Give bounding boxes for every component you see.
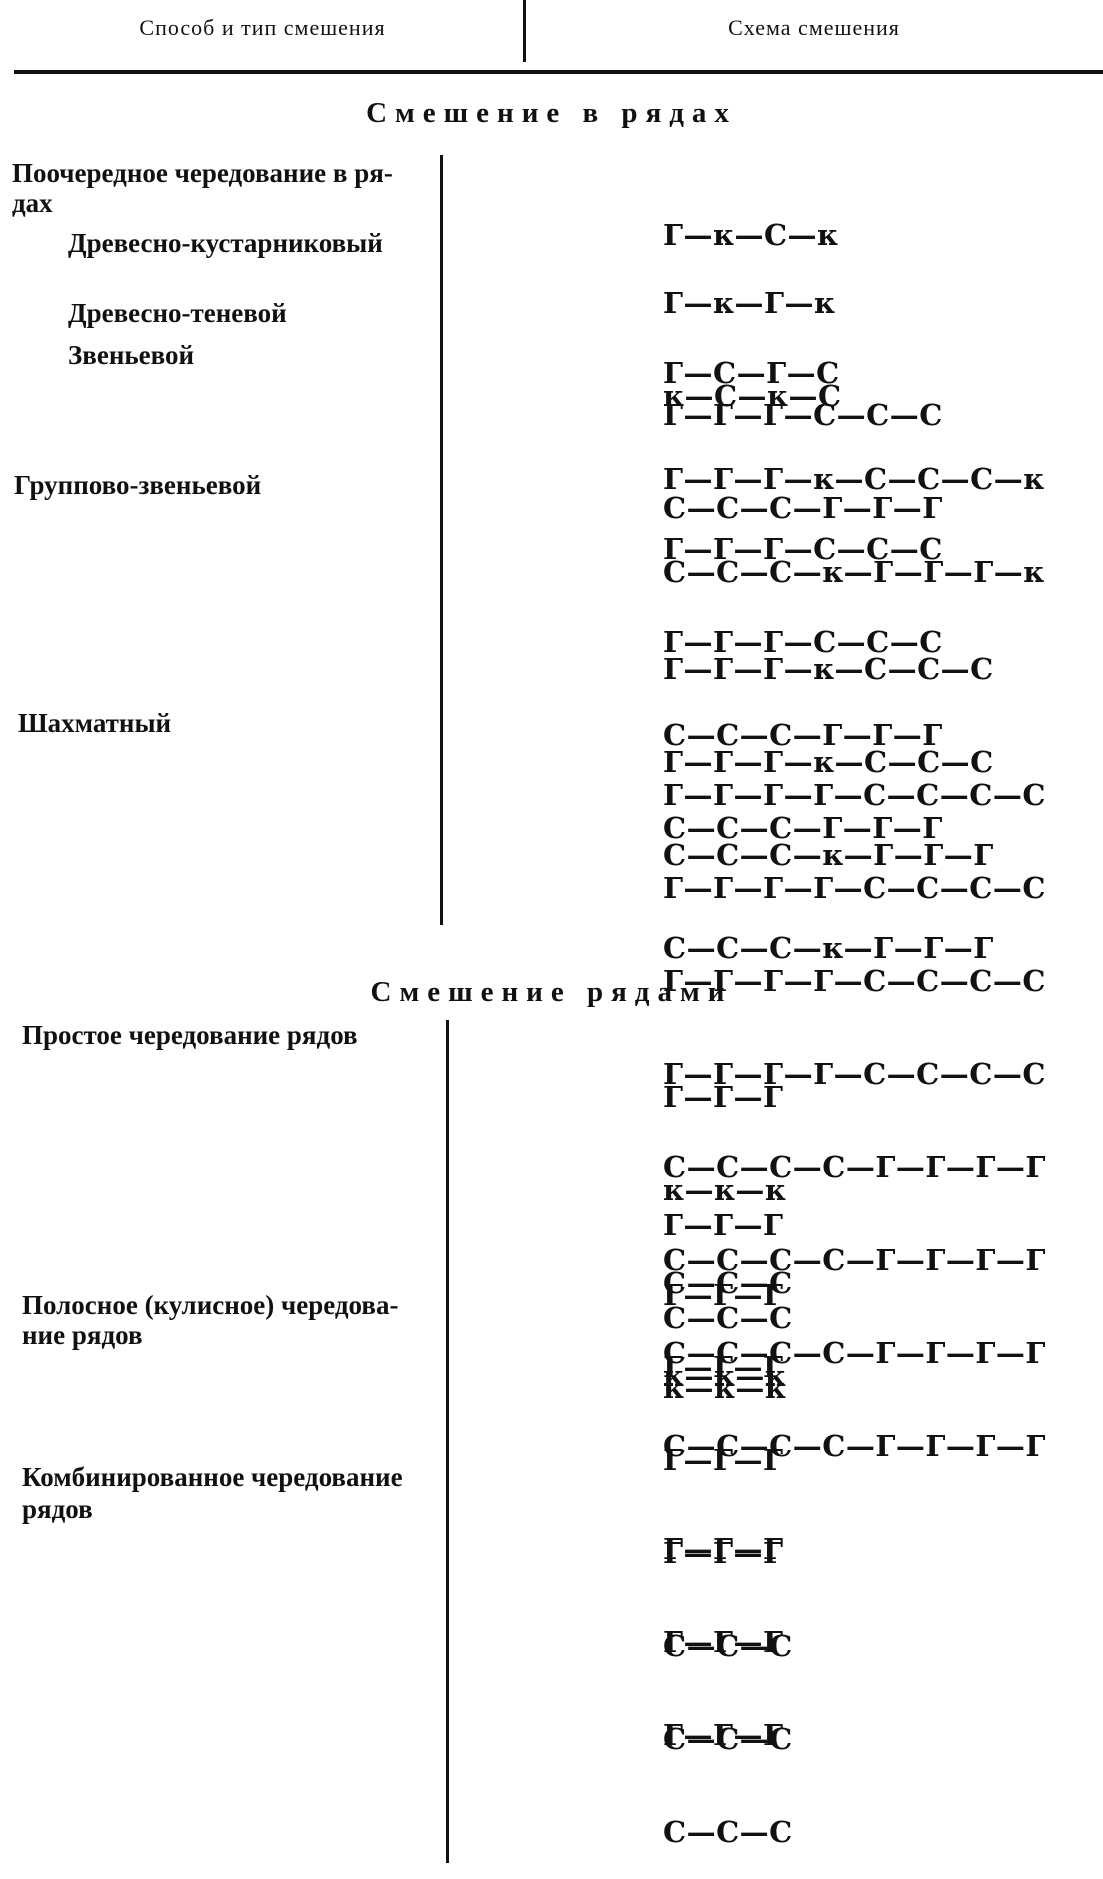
scheme-row: С—С—С—Г—Г—Г	[663, 811, 943, 845]
scheme-row: С—С—С	[663, 1629, 793, 1663]
scheme-row: Г—Г—Г—к—С—С—С—к	[663, 462, 1045, 496]
scheme-row: С—С—С	[663, 1815, 793, 1849]
scheme-row: Г—Г—Г	[663, 1350, 784, 1384]
header-divider	[523, 0, 526, 62]
scheme-row: С—С—С	[663, 1266, 793, 1300]
scheme-row: Г—С—Г—С	[663, 356, 840, 390]
scheme-row: Г—Г—Г	[663, 1080, 784, 1114]
scheme-alternating: Г—к—С—к	[663, 158, 839, 282]
scheme-link-b: Г—Г—Г—к—С—С—С—к С—С—С—к—Г—Г—Г—к	[663, 402, 1045, 619]
scheme-row: С—С—С—С—Г—Г—Г—Г	[663, 1243, 1046, 1277]
scheme-row: Г—Г—Г	[663, 1532, 784, 1566]
scheme-strip: Г—Г—Г Г—Г—Г Г—Г—Г С—С—С С—С—С С—С—С	[663, 1290, 793, 1879]
section-title-rows-by: Смешение рядами	[370, 976, 733, 1008]
scheme-row: С—С—С—С—Г—Г—Г—Г	[663, 1150, 1046, 1184]
scheme-row: С—С—С—к—Г—Г—Г	[663, 931, 994, 965]
scheme-row: к—к—к	[663, 1173, 787, 1207]
scheme-row: Г—Г—Г—С—С—С	[663, 625, 943, 659]
scheme-link-a: Г—Г—Г—С—С—С С—С—С—Г—Г—Г	[663, 338, 943, 555]
scheme-row: Г—к—Г—к	[663, 286, 836, 320]
scheme-row: к—к—к	[663, 1359, 787, 1393]
scheme-row: Г—Г—Г	[663, 1536, 784, 1570]
label-alternating-line1: Поочередное чередование в ря-	[12, 158, 393, 188]
scheme-row: Г—Г—Г—Г—С—С—С—С	[663, 778, 1046, 812]
section-title-rows-in: Смешение в рядах	[366, 97, 737, 129]
scheme-group-b: Г—Г—Г—к—С—С—С Г—Г—Г—к—С—С—С С—С—С—к—Г—Г—…	[663, 592, 994, 995]
scheme-row: С—С—С—Г—Г—Г	[663, 491, 943, 525]
scheme-row: Г—Г—Г	[663, 1625, 784, 1659]
label-chess: Шахматный	[18, 708, 172, 738]
scheme-row: Г—Г—Г	[663, 1278, 784, 1312]
scheme-tree-shade: Г—С—Г—С	[663, 296, 840, 420]
scheme-row: к—к—к	[663, 1371, 787, 1405]
scheme-row: С—С—С—С—Г—Г—Г—Г	[663, 1336, 1046, 1370]
label-strip-line1: Полосное (кулисное) чередова-	[22, 1290, 399, 1320]
label-tree-shade: Древесно-теневой	[68, 298, 287, 328]
label-combined-line2: рядов	[22, 1494, 93, 1524]
header-rule	[14, 70, 1103, 74]
column-divider-section2	[446, 1020, 449, 1863]
scheme-row: Г—Г—Г—С—С—С	[663, 532, 943, 566]
scheme-tree-shrub: Г—к—Г—к к—С—к—С	[663, 226, 842, 443]
scheme-row: Г—Г—Г—к—С—С—С	[663, 745, 994, 779]
scheme-row: Г—Г—Г—Г—С—С—С—С	[663, 871, 1046, 905]
label-combined-line1: Комбинированное чередование	[22, 1462, 403, 1492]
label-tree-shrub: Древесно-кустарниковый	[68, 228, 383, 258]
header-method-type: Способ и тип смешения	[139, 15, 386, 40]
scheme-combined: Г—Г—Г Г—Г—Г Г—Г—Г	[663, 1472, 784, 1782]
label-simple: Простое чередование рядов	[22, 1020, 358, 1050]
label-link: Звеньевой	[68, 340, 195, 370]
scheme-row: Г—Г—Г—С—С—С	[663, 398, 943, 432]
scheme-row: Г—Г—Г—к—С—С—С	[663, 652, 994, 686]
scheme-row: С—С—С	[663, 1301, 793, 1335]
scheme-row: Г—Г—Г	[663, 1208, 784, 1242]
label-group-link: Группово-звеньевой	[14, 470, 262, 500]
scheme-row: Г—Г—Г	[663, 1718, 784, 1752]
scheme-row: С—С—С—к—Г—Г—Г—к	[663, 555, 1045, 589]
scheme-row: Г—Г—Г—Г—С—С—С—С	[663, 964, 1046, 998]
scheme-row: С—С—С—Г—Г—Г	[663, 718, 943, 752]
scheme-row: С—С—С—С—Г—Г—Г—Г	[663, 1429, 1046, 1463]
label-alternating-line2: дах	[12, 188, 53, 218]
scheme-simple-a: Г—Г—Г к—к—к С—С—С к—к—к	[663, 1020, 793, 1423]
scheme-row: к—С—к—С	[663, 379, 842, 413]
scheme-simple-c: Г—Г—Г к—к—к	[663, 1218, 786, 1435]
column-divider-section1	[440, 155, 443, 925]
scheme-row: Г—Г—Г	[663, 1443, 784, 1477]
scheme-row: Г—к—С—к	[663, 218, 839, 252]
label-strip-line2: ние рядов	[22, 1320, 143, 1350]
scheme-group-a: Г—Г—Г—С—С—С Г—Г—Г—С—С—С С—С—С—Г—Г—Г С—С—…	[663, 472, 943, 875]
scheme-chess: Г—Г—Г—Г—С—С—С—С Г—Г—Г—Г—С—С—С—С Г—Г—Г—Г—…	[663, 718, 1046, 1493]
scheme-row: Г—Г—Г—Г—С—С—С—С	[663, 1057, 1046, 1091]
scheme-row: С—С—С	[663, 1722, 793, 1756]
header-scheme: Схема смешения	[728, 15, 900, 40]
scheme-row: С—С—С—к—Г—Г—Г	[663, 838, 994, 872]
scheme-simple-b: Г—Г—Г С—С—С	[663, 1148, 793, 1365]
